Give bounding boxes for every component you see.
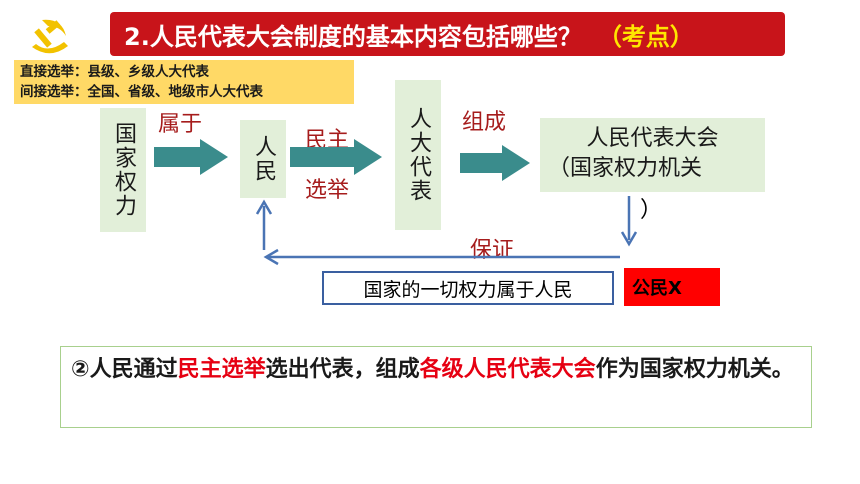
congress-name: 人民代表大会	[586, 126, 719, 151]
election-label: 选举	[305, 178, 350, 203]
note-direct: 直接选举：县级、乡级人大代表	[20, 64, 209, 80]
arrow-elect	[290, 139, 382, 175]
congress-box: 人民代表大会 （国家权力机关	[540, 118, 765, 192]
title-tag: （考点）	[597, 22, 694, 51]
power-statement: 国家的一切权力属于人民	[322, 271, 614, 305]
state-power-box: 国家权力	[100, 108, 146, 232]
summary-highlight-democratic-election: 民主选举	[177, 357, 266, 382]
arrow-guarantee	[255, 196, 638, 266]
summary-highlight-congress: 各级人民代表大会	[419, 357, 596, 382]
page-title: 2.人民代表大会制度的基本内容包括哪些？	[124, 22, 582, 51]
note-indirect: 间接选举：全国、省级、地级市人大代表	[20, 84, 263, 100]
summary-box: ②人民通过民主选举选出代表，组成各级人民代表大会作为国家权力机关。	[60, 346, 812, 428]
title-bar: 2.人民代表大会制度的基本内容包括哪些？ （考点）	[110, 12, 785, 56]
deputies-box: 人大代表	[395, 80, 441, 230]
guarantee-label: 保证	[470, 238, 515, 263]
belongs-to-label: 属于	[158, 112, 203, 137]
election-note: 直接选举：县级、乡级人大代表 间接选举：全国、省级、地级市人大代表	[14, 60, 354, 104]
summary-text-3: 作为国家权力机关。	[595, 357, 794, 382]
people-box: 人民	[240, 120, 286, 198]
form-label: 组成	[462, 110, 507, 135]
arrow-form	[460, 145, 530, 181]
congress-role: （国家权力机关	[548, 156, 703, 181]
arrow-belongs-to	[154, 139, 228, 175]
summary-text-1: ②人民通过	[71, 357, 178, 382]
party-emblem-icon	[32, 19, 68, 54]
congress-role-close: ）	[640, 198, 663, 223]
summary-text-2: 选出代表，组成	[265, 357, 420, 382]
citizen-badge: 公民X	[624, 268, 720, 306]
